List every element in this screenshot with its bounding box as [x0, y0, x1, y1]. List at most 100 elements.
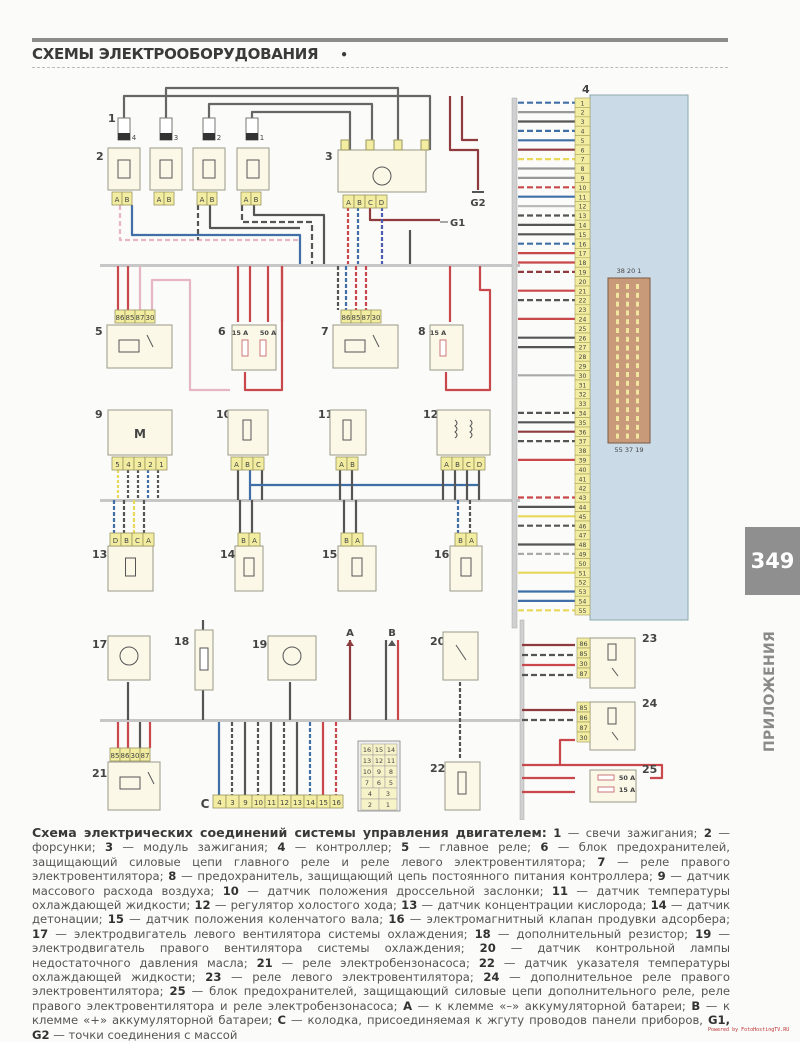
caption-item: 8 — предохранитель, защищающий цепь пост…: [168, 869, 658, 884]
component-number: 17: [92, 638, 107, 651]
pin-label: 30: [131, 752, 140, 760]
injector-wire: [240, 205, 314, 265]
ignition-lead: [122, 94, 432, 150]
pin: [121, 191, 133, 206]
pin-label: 87: [362, 314, 371, 322]
caption-key: 10: [222, 883, 239, 898]
controller-pin-label: 53: [579, 589, 587, 596]
caption-item: 2 — форсунки;: [32, 826, 730, 855]
connector-socket: [636, 398, 639, 404]
caption-key: 16: [388, 912, 405, 927]
caption-key: 23: [205, 970, 222, 985]
pin-label: 85: [579, 704, 587, 712]
controller-pin-label: 12: [579, 204, 587, 211]
pin-label: A: [234, 461, 239, 469]
caption-key: 1: [553, 826, 562, 840]
fuse-rating: 50 A: [260, 329, 276, 337]
controller-pin-label: 31: [579, 382, 587, 389]
caption-key: 4: [277, 840, 286, 855]
relay-switch-icon: [611, 731, 619, 741]
caption-key: 24: [483, 970, 500, 985]
spark-plug-base: [203, 133, 215, 140]
pin-label: C: [256, 461, 261, 469]
connector-socket: [616, 398, 619, 404]
pin: [329, 794, 344, 809]
pin: [248, 532, 261, 547]
ignition-lead: [207, 102, 374, 150]
injector-coil-icon: [117, 159, 131, 179]
caption-item: 18 — дополнительный резистор;: [474, 926, 696, 941]
component-number: 16: [434, 548, 450, 561]
crank-sensor-icon: [351, 557, 363, 577]
relay-wire: [150, 278, 230, 392]
pin-label: A: [355, 537, 360, 545]
temp-gauge-sensor-box: [444, 761, 481, 811]
caption-key: 20: [479, 941, 496, 956]
connector-socket: [636, 389, 639, 395]
component-number: 20: [430, 635, 446, 648]
oil-pressure-sensor-box: [442, 631, 479, 681]
connector-socket: [626, 398, 629, 404]
plug-number: 2: [217, 134, 221, 142]
fuse-icon: [241, 339, 249, 357]
injector-box: [107, 147, 141, 191]
controller-pin-label: 19: [579, 270, 587, 277]
grid-cell-label: 4: [368, 790, 372, 798]
controller-pin-label: 34: [579, 411, 587, 418]
pin-label: 1: [159, 461, 163, 469]
caption-key: 2: [703, 826, 712, 840]
pin-label: 4: [217, 799, 222, 807]
controller-pin-label: 35: [579, 420, 587, 427]
connector-bottom-label: 55 37 19: [615, 446, 644, 454]
fuse-wire: [560, 763, 664, 780]
pin-label: 86: [342, 314, 351, 322]
pin-label: D: [113, 537, 118, 545]
transistor-icon: [372, 166, 392, 186]
knock-sensor-icon: [243, 557, 255, 577]
connector-socket: [636, 301, 639, 307]
controller-pin-label: 33: [579, 401, 587, 408]
caption-item: 5 — главное реле;: [401, 840, 541, 855]
figure-caption: Схема электрических соединений системы у…: [32, 825, 730, 1042]
injector-box: [149, 147, 183, 191]
relay-box: [107, 761, 161, 811]
relay-box: [589, 701, 636, 751]
fuse-box: [429, 324, 464, 371]
motor-icon: [282, 646, 302, 666]
fuse-wire: [243, 266, 284, 392]
fuse-icon: [597, 774, 615, 781]
controller-pin: [574, 605, 591, 616]
pin: [142, 532, 155, 547]
wire-bundle: [100, 719, 520, 722]
connector-socket: [616, 319, 619, 325]
module-wire: [368, 207, 440, 222]
controller-pin-label: 9: [581, 176, 585, 183]
controller-pin-label: 47: [579, 533, 587, 540]
pin-label: A: [200, 196, 205, 204]
section-tab: ПРИЛОЖЕНИЯ: [762, 630, 778, 752]
controller-pin-label: 11: [579, 194, 587, 201]
pin-label: B: [350, 461, 355, 469]
connector-socket: [636, 292, 639, 298]
fuse-box: [231, 324, 277, 371]
connector-socket: [616, 424, 619, 430]
controller-pin-label: 50: [579, 561, 587, 568]
motor-icon: [119, 646, 139, 666]
header-bullet: •: [340, 48, 348, 62]
arrow-up-icon: [388, 640, 396, 646]
pin: [346, 456, 359, 471]
pin-label: 10: [254, 799, 263, 807]
pin-label: 85: [352, 314, 361, 322]
controller-pin-label: 46: [579, 523, 587, 530]
caption-item: 9 — датчик массового расхода воздуха;: [32, 869, 730, 898]
connector-socket: [626, 380, 629, 386]
pin-label: A: [252, 537, 257, 545]
connector-socket: [616, 372, 619, 377]
